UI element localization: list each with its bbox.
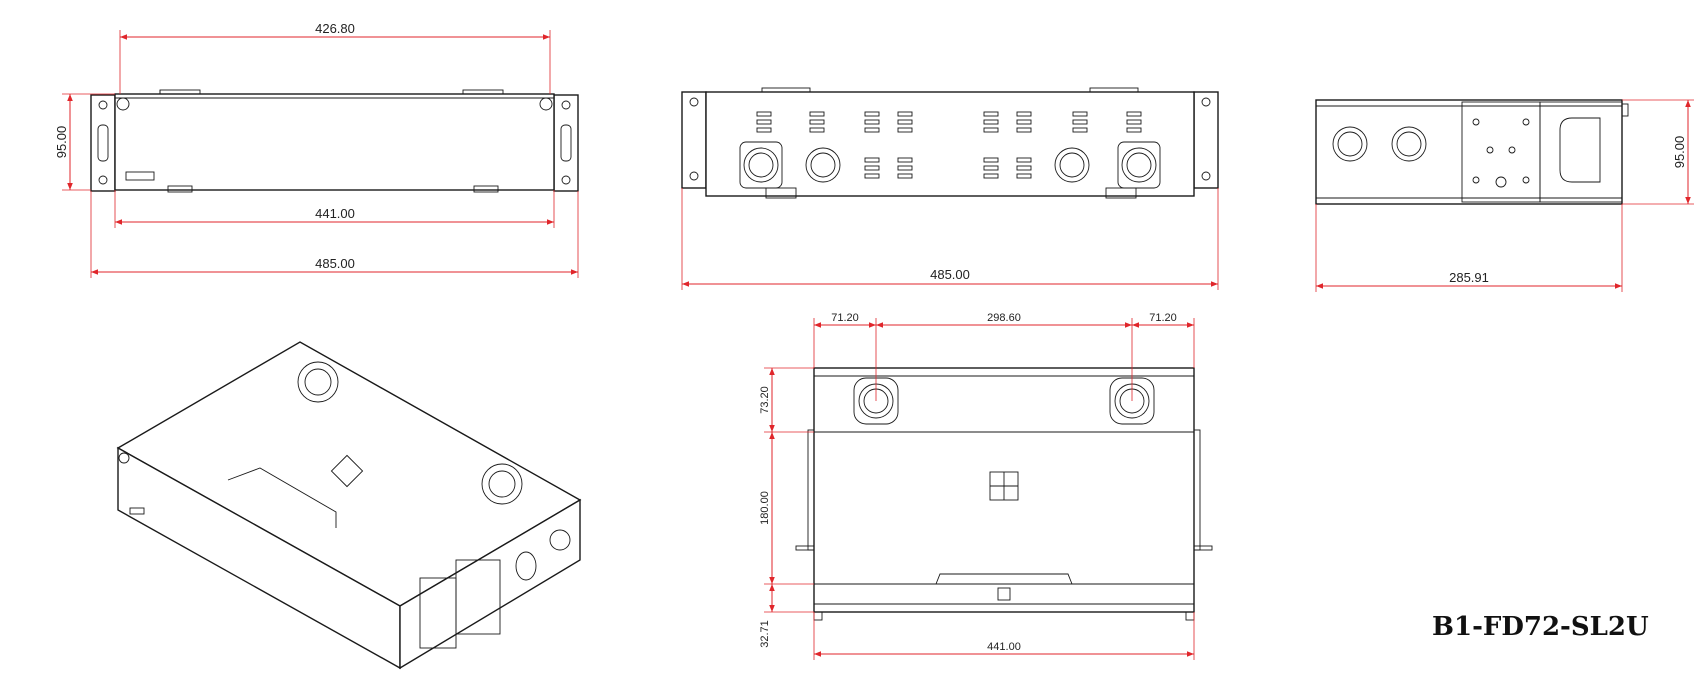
side-view: 95.00 285.91 xyxy=(1315,99,1694,292)
isometric-view xyxy=(116,341,582,670)
dim-side-depth: 285.91 xyxy=(1449,270,1489,285)
dim-top-depth-3: 32.71 xyxy=(759,620,771,648)
dim-top-depth-2: 180.00 xyxy=(759,491,771,525)
dim-top-center: 298.60 xyxy=(987,312,1021,324)
dim-top-left-offset: 71.20 xyxy=(831,312,859,324)
dim-rear-overall-width: 485.00 xyxy=(930,267,970,282)
top-view: 71.20 298.60 71.20 73.20 180.00 32.71 44… xyxy=(759,312,1213,660)
dim-top-width: 441.00 xyxy=(987,641,1021,653)
dim-front-inner-width: 426.80 xyxy=(315,21,355,36)
dim-side-height: 95.00 xyxy=(1672,136,1687,169)
dim-front-height: 95.00 xyxy=(54,126,69,159)
rear-view: 485.00 xyxy=(681,87,1219,290)
model-number: B1-FD72-SL2U xyxy=(1432,612,1649,642)
dim-front-overall-width: 485.00 xyxy=(315,256,355,271)
dim-top-depth-1: 73.20 xyxy=(759,386,771,414)
dim-top-right-offset: 71.20 xyxy=(1149,312,1177,324)
front-view: 426.80 95.00 441.00 485.00 xyxy=(54,21,579,278)
dim-front-body-width: 441.00 xyxy=(315,206,355,221)
